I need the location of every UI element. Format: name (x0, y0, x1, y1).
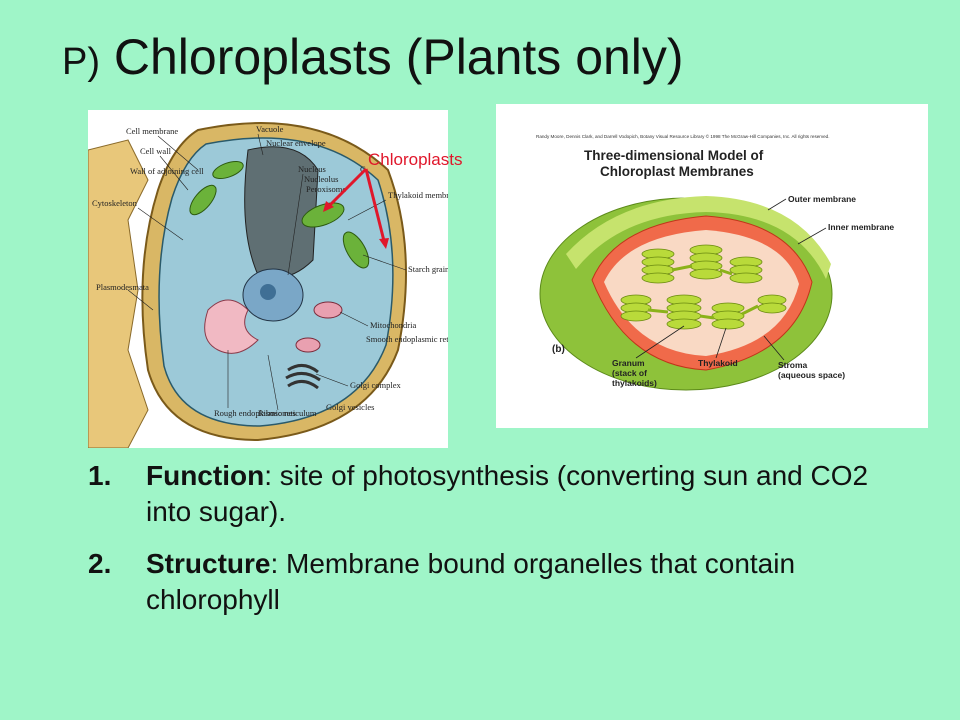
label-cytoskeleton: Cytoskeleton (92, 198, 138, 208)
adjoining-cell (87, 139, 149, 449)
label-stroma-1: Stroma (778, 360, 808, 370)
label-nucleolus: Nucleolus (304, 174, 338, 184)
chloroplast-shape (189, 184, 217, 216)
credit-text: Randy Moore, Dennis Clark, and Darrell V… (536, 133, 830, 139)
list-text: : Membrane bound organelles that contain… (146, 548, 796, 615)
chloroplast-3d-diagram: Randy Moore, Dennis Clark, and Darrell V… (496, 104, 928, 428)
leader-lines (127, 133, 407, 411)
label-nucleus: Nucleus (298, 164, 326, 174)
label-outer-membrane: Outer membrane (788, 194, 856, 204)
label-cell-membrane: Cell membrane (126, 126, 178, 136)
label-mitochondria: Mitochondria (370, 320, 416, 330)
label-golgi-vesicles: Golgi vesicles (326, 402, 374, 412)
membrane-highlight (566, 196, 831, 279)
label-c: C (360, 164, 366, 174)
bullet-list: 1. Function: site of photosynthesis (con… (88, 458, 908, 634)
label-smooth-er: Smooth endoplasmic reticulum (366, 334, 448, 344)
list-text: : site of photosynthesis (converting sun… (146, 460, 869, 527)
label-wall-adjoining: Wall of adjoining cell (130, 166, 204, 176)
label-granum-3: thylakoids) (612, 378, 657, 388)
nucleolus (260, 284, 276, 300)
list-term: Structure (146, 548, 271, 579)
label-vacuole: Vacuole (256, 124, 284, 134)
label-granum-1: Granum (612, 358, 645, 368)
golgi (285, 364, 321, 390)
label-inner-membrane: Inner membrane (828, 222, 894, 232)
diagram-title-1: Three-dimensional Model of (584, 148, 764, 163)
chloroplast-shape (301, 202, 345, 228)
mitochondrion (313, 301, 343, 319)
label-nuclear-envelope: Nuclear envelope (266, 138, 326, 148)
list-number: 1. (88, 460, 112, 491)
callout-arrows (323, 167, 389, 249)
title-text: Chloroplasts (Plants only) (100, 29, 684, 85)
chloroplast-shape (212, 160, 244, 180)
plant-cell-diagram: Cell membrane Cell wall Wall of adjoinin… (87, 110, 473, 449)
label-peroxisome: Peroxisome (306, 184, 346, 194)
rough-er (204, 299, 259, 354)
label-ribosomes: Ribosomes (258, 408, 296, 418)
label-rough-er: Rough endoplasmic reticulum (214, 408, 317, 418)
grana (620, 244, 787, 330)
label-plasmodesmata: Plasmodesmata (96, 282, 149, 292)
list-item-structure: 2. Structure: Membrane bound organelles … (88, 546, 908, 618)
plant-cell-illustration: Cell membrane Cell wall Wall of adjoinin… (87, 122, 473, 449)
label-golgi-complex: Golgi complex (350, 380, 402, 390)
chloroplast-3d-illustration: Randy Moore, Dennis Clark, and Darrell V… (536, 133, 894, 391)
label-thylakoid: Thylakoid membranes (388, 190, 448, 200)
label-cell-wall: Cell wall (140, 146, 172, 156)
list-item-function: 1. Function: site of photosynthesis (con… (88, 458, 908, 530)
chloroplasts-callout: Chloroplasts (368, 150, 463, 169)
label-thylakoid: Thylakoid (698, 358, 738, 368)
title-prefix: P) (62, 41, 100, 83)
chloroplast-shape (342, 231, 370, 269)
list-term: Function (146, 460, 265, 491)
list-number: 2. (88, 548, 112, 579)
label-panel-b: (b) (552, 344, 565, 355)
label-granum-2: (stack of (612, 368, 647, 378)
mitochondrion (295, 337, 321, 353)
diagram-title-2: Chloroplast Membranes (600, 164, 754, 179)
label-starch: Starch grains (408, 264, 448, 274)
label-stroma-2: (aqueous space) (778, 370, 845, 380)
slide-title: P) Chloroplasts (Plants only) (62, 28, 684, 86)
